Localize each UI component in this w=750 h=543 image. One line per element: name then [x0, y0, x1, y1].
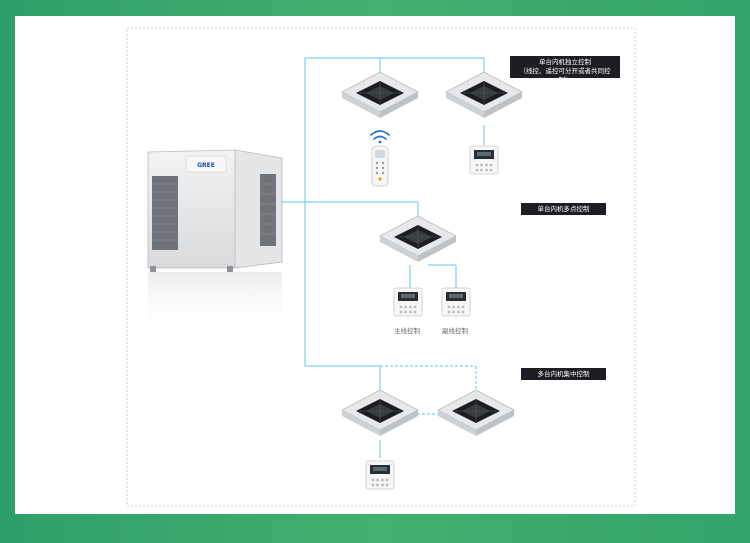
- outdoor-unit: GREE: [147, 149, 283, 340]
- fan-grille-left: [152, 176, 178, 250]
- brand-logo: GREE: [197, 162, 215, 169]
- piping-lines: [282, 57, 485, 458]
- wired-controller-central: [365, 460, 395, 490]
- remote-control-icon: [371, 145, 389, 187]
- wifi-icon: [370, 130, 390, 144]
- fan-grille-right: [260, 174, 276, 246]
- caption-main-controller: 主线控制: [394, 327, 420, 335]
- label-independent-control-line1: 单台内机独立控制: [539, 58, 591, 66]
- label-multi-point-control: 单台内机多点控制: [521, 203, 606, 215]
- indoor-cassette-3: [379, 215, 457, 263]
- label-multi-point-control-text: 单台内机多点控制: [537, 205, 590, 213]
- caption-sub-controller: 副线控制: [442, 327, 468, 335]
- wired-controller-1: [469, 145, 499, 175]
- label-independent-control-line2: （线控、遥控可分开或者共同控制）: [519, 67, 611, 84]
- indoor-cassette-2: [445, 71, 523, 119]
- indoor-cassette-5: [437, 389, 515, 437]
- wired-controller-sub: [441, 287, 471, 317]
- wired-controller-main: [393, 287, 423, 317]
- label-independent-control: 单台内机独立控制 （线控、遥控可分开或者共同控制）: [510, 56, 620, 84]
- dashed-frame: [126, 27, 636, 507]
- label-centralized-control: 多台内机集中控制: [521, 368, 606, 380]
- label-centralized-control-text: 多台内机集中控制: [537, 370, 590, 378]
- indoor-cassette-4: [341, 389, 419, 437]
- indoor-cassette-1: [341, 71, 419, 119]
